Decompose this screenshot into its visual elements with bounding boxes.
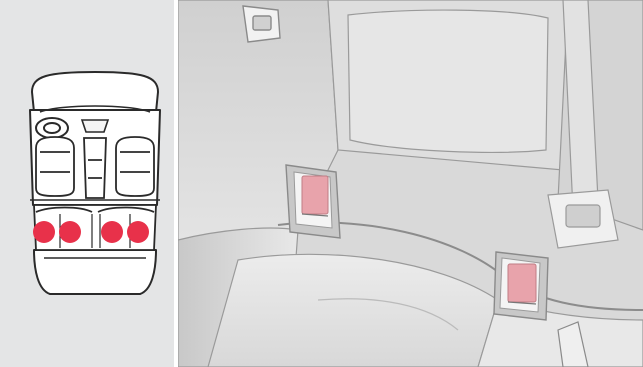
seatbelt-buckle-top bbox=[243, 6, 280, 42]
car-top-view-icon bbox=[0, 0, 174, 367]
isofix-position-marker bbox=[33, 221, 55, 243]
isofix-position-marker bbox=[127, 221, 149, 243]
rear-seat-panel bbox=[178, 0, 643, 367]
isofix-anchor-left bbox=[286, 165, 340, 238]
isofix-position-marker bbox=[101, 221, 123, 243]
isofix-position-marker bbox=[59, 221, 81, 243]
isofix-anchor-right bbox=[494, 252, 548, 320]
steering-wheel-icon bbox=[36, 118, 68, 138]
car-overview-panel bbox=[0, 0, 174, 367]
rear-seat-illustration bbox=[178, 0, 643, 367]
center-console bbox=[84, 138, 106, 198]
